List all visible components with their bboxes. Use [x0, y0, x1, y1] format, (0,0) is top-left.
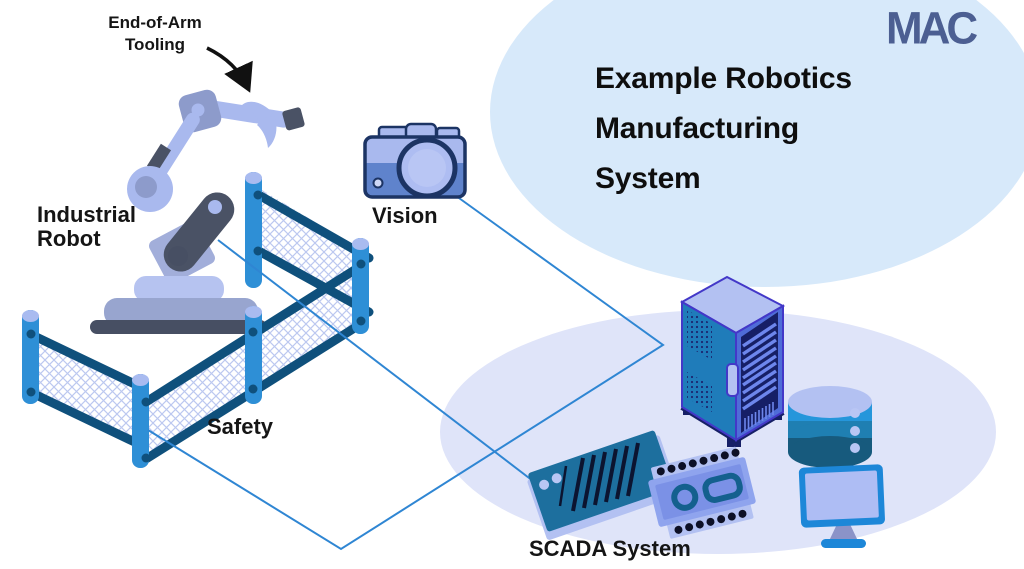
scada-system-label: SCADA System: [529, 536, 691, 561]
page-title: Example Robotics Manufacturing System: [595, 54, 852, 204]
vision-label: Vision: [372, 203, 438, 228]
connection-line-robot-scada: [217, 239, 534, 482]
end-of-arm-tooling-line2: Tooling: [124, 35, 186, 55]
title-line2: Manufacturing: [595, 112, 800, 145]
rack-unit-slats: [742, 322, 777, 411]
industrial-robot-illustration: [90, 89, 305, 334]
title-line1: Example Robotics: [595, 62, 852, 95]
plc-rack-icon: [527, 430, 680, 540]
server-rack-icon: [679, 275, 786, 447]
end-of-arm-tooling-label: End-of-Arm Tooling: [82, 12, 228, 57]
background-ellipse-top-right: [490, 0, 1024, 287]
fence-rail-caps: [26, 190, 366, 463]
industrial-robot-line1: Industrial: [37, 202, 137, 227]
connection-line-vision-scada-fence: [147, 192, 665, 551]
industrial-robot-label: Industrial Robot: [37, 203, 136, 251]
industrial-robot-line2: Robot: [37, 225, 101, 251]
safety-fence-illustration: [22, 172, 374, 468]
vision-camera-icon: [363, 122, 467, 199]
io-module-icon: [648, 446, 756, 539]
robot-gripper: [241, 101, 277, 148]
safety-label: Safety: [207, 414, 274, 439]
fence-posts: [22, 172, 369, 468]
monitor-icon: [798, 464, 885, 548]
plc-module-slots: [558, 442, 640, 512]
mac-logo: MAC: [886, 3, 978, 54]
rack-handle: [726, 363, 739, 397]
title-line3: System: [595, 162, 701, 195]
rack-vent-grid: [687, 310, 712, 360]
fence-mesh-panel: [32, 333, 142, 446]
end-of-arm-tooling-line1: End-of-Arm: [108, 13, 202, 32]
eoat-pointer-arrow: [206, 46, 253, 93]
rack-bottom-grille: [744, 402, 774, 431]
database-icon: [788, 386, 872, 468]
rack-vent-grid: [687, 372, 712, 412]
